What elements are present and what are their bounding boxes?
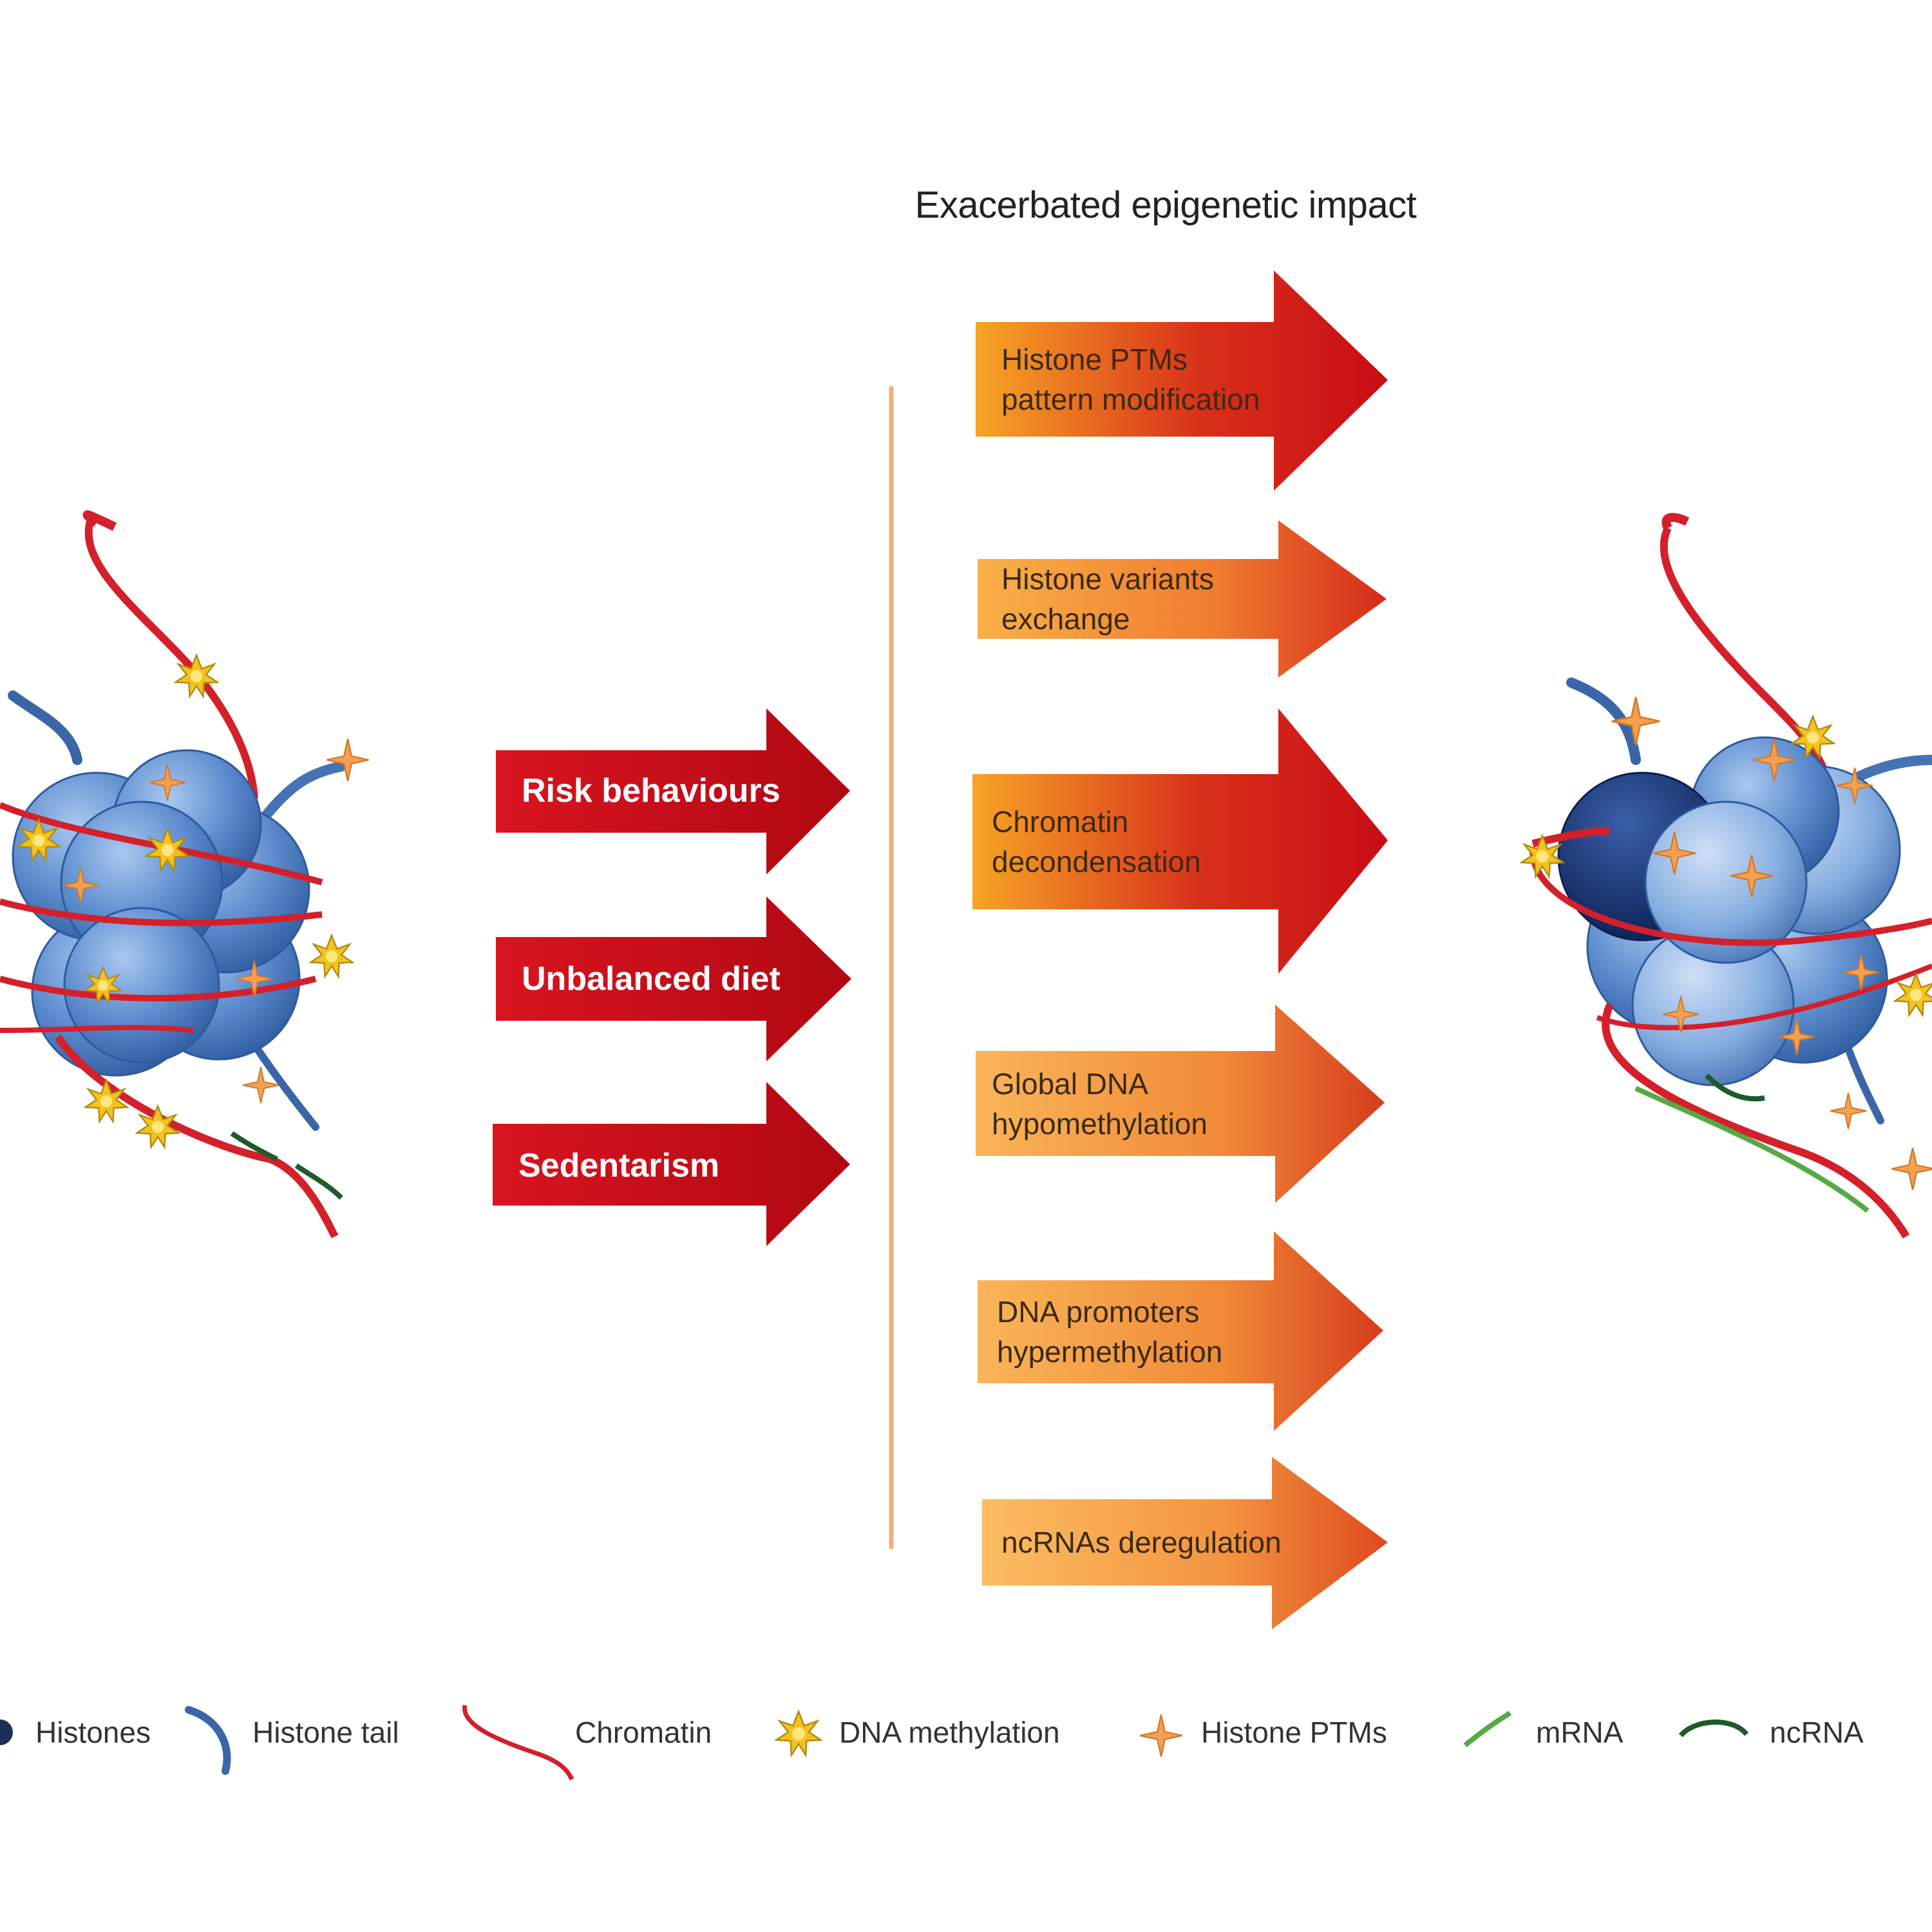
impact-arrow-histone-variants bbox=[978, 520, 1387, 677]
legend-label-histone-tail: Histone tail bbox=[252, 1716, 399, 1749]
cause-arrow-risk-behaviours bbox=[496, 708, 850, 875]
impact-arrow-ncrnas bbox=[982, 1457, 1388, 1629]
cause-label-risk-behaviours: Risk behaviours bbox=[522, 772, 781, 810]
dna-methylation-icon bbox=[775, 1710, 822, 1756]
cause-label-unbalanced-diet: Unbalanced diet bbox=[522, 960, 781, 998]
histone-icon bbox=[0, 1719, 13, 1745]
ncrna-icon bbox=[1678, 1719, 1749, 1738]
nucleosome-right bbox=[1520, 513, 1932, 1239]
impact-arrow-chromatin bbox=[972, 708, 1388, 974]
impact-label-ncrnas: ncRNAs deregulation bbox=[1001, 1526, 1282, 1559]
histone-tail-icon bbox=[185, 1706, 231, 1775]
histone-ptm-icon bbox=[1139, 1714, 1183, 1757]
impact-arrow-global-dna bbox=[976, 1005, 1385, 1203]
legend-label-ncrna: ncRNA bbox=[1770, 1716, 1864, 1749]
legend-label-dna-methylation: DNA methylation bbox=[839, 1716, 1060, 1749]
cause-arrow-unbalanced-diet bbox=[496, 896, 851, 1061]
diagram-title: Exacerbated epigenetic impact bbox=[914, 184, 1417, 226]
mrna-icon bbox=[1463, 1710, 1512, 1748]
impact-arrow-dna-promoters bbox=[978, 1231, 1383, 1431]
nucleosome-left bbox=[0, 510, 370, 1238]
legend-label-histones: Histones bbox=[35, 1716, 151, 1749]
legend-label-chromatin: Chromatin bbox=[575, 1716, 712, 1749]
legend-symbols bbox=[0, 1705, 1749, 1781]
cause-arrow-sedentarism bbox=[493, 1082, 850, 1246]
chromatin-icon bbox=[462, 1705, 574, 1781]
cause-label-sedentarism: Sedentarism bbox=[518, 1147, 720, 1184]
impact-arrows bbox=[972, 270, 1388, 1629]
legend-label-mrna: mRNA bbox=[1536, 1716, 1624, 1749]
legend-label-histone-ptms: Histone PTMs bbox=[1201, 1716, 1387, 1749]
impact-arrow-histone-ptms bbox=[976, 270, 1388, 491]
cause-arrows bbox=[493, 708, 851, 1246]
